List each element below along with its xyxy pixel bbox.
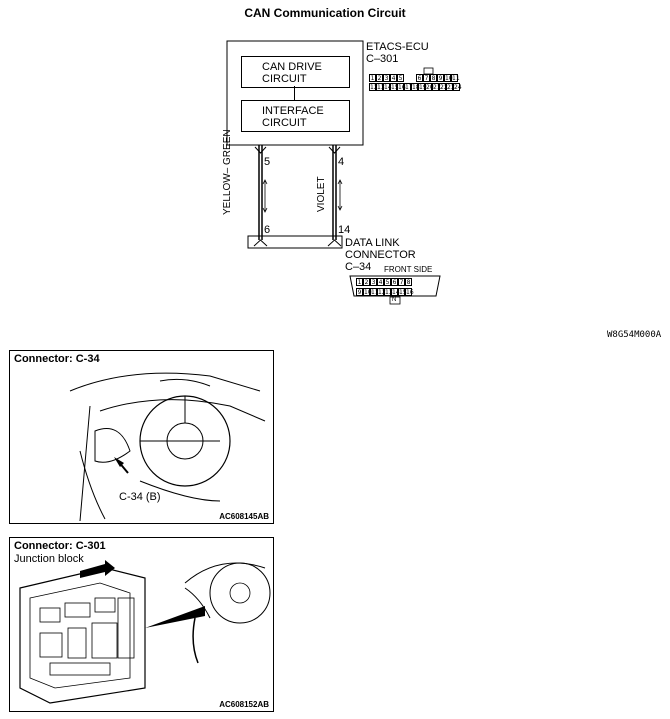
interface-line1: INTERFACE <box>262 105 324 117</box>
dlc-pin: 7 <box>398 278 405 286</box>
connector-c301-panel: Connector: C-301 Junction block AC608152… <box>9 537 274 712</box>
ecu-pin <box>404 74 416 82</box>
dlc-pin-yellow-green: 6 <box>264 224 271 236</box>
ecu-pin: 5 <box>397 74 404 82</box>
dlc-pin: 15 <box>398 288 407 296</box>
ecu-pin: 21 <box>432 83 441 91</box>
dlc-connector-id: C–34 <box>345 261 372 273</box>
dlc-pin: 6 <box>391 278 398 286</box>
panel2-subtitle: Junction block <box>14 553 84 565</box>
dlc-pin: 14 <box>391 288 400 296</box>
ecu-pin: 3 <box>383 74 390 82</box>
ecu-pin: 23 <box>446 83 455 91</box>
panel2-title: Connector: C-301 <box>14 540 106 552</box>
dlc-pin: 12 <box>377 288 386 296</box>
ecu-pin: 17 <box>404 83 413 91</box>
dlc-name-line1: DATA LINK <box>345 237 400 249</box>
dlc-pin: 11 <box>370 288 379 296</box>
wire-color-violet: VIOLET <box>316 176 327 212</box>
ecu-pin: 15 <box>390 83 399 91</box>
wire-color-yellow-green: YELLOW– GREEN <box>222 129 233 215</box>
ecu-pin: 14 <box>383 83 392 91</box>
ecu-pin: 9 <box>437 74 444 82</box>
can-drive-line1: CAN DRIVE <box>262 61 322 73</box>
dlc-front-side: FRONT SIDE <box>384 265 433 274</box>
ecu-pin: 4 <box>390 74 397 82</box>
dlc-tab-label: N <box>392 297 397 303</box>
panel2-code: AC608152AB <box>219 700 269 709</box>
ecu-pin: 24 <box>453 83 462 91</box>
dlc-name-line2: CONNECTOR <box>345 249 416 261</box>
ecu-pin: 11 <box>451 74 460 82</box>
c34-callout: C-34 (B) <box>119 491 161 503</box>
ecu-pin: 12 <box>369 83 378 91</box>
dlc-pin: 8 <box>405 278 412 286</box>
dlc-pin: 2 <box>363 278 370 286</box>
dashboard-illustration <box>69 372 266 522</box>
ecu-pin-yellow-green: 5 <box>264 156 271 168</box>
ecu-pin-violet: 4 <box>338 156 345 168</box>
ecu-name: ETACS-ECU <box>366 41 429 53</box>
block-connector-line <box>294 86 295 100</box>
circuit-lines <box>226 40 441 305</box>
connector-c34-panel: Connector: C-34 C-34 (B) AC608145AB <box>9 350 274 524</box>
ecu-pin: 22 <box>439 83 448 91</box>
ecu-pin: 6 <box>416 74 423 82</box>
ecu-pin: 10 <box>444 74 453 82</box>
ecu-pin: 20 <box>425 83 434 91</box>
diagram-title: CAN Communication Circuit <box>244 6 406 20</box>
ecu-pin: 2 <box>376 74 383 82</box>
dlc-pin: 5 <box>384 278 391 286</box>
ecu-pin: 7 <box>423 74 430 82</box>
dlc-pin: 9 <box>356 288 363 296</box>
ecu-pin: 13 <box>376 83 385 91</box>
diagram-code: W8G54M000A <box>607 330 662 340</box>
dlc-pin: 1 <box>356 278 363 286</box>
panel1-title: Connector: C-34 <box>14 353 100 365</box>
ecu-connector-id: C–301 <box>366 53 399 65</box>
dlc-pin: 16 <box>405 288 414 296</box>
ecu-pin: 19 <box>418 83 427 91</box>
panel1-code: AC608145AB <box>219 512 269 521</box>
ecu-pin: 8 <box>430 74 437 82</box>
dlc-pin: 13 <box>384 288 393 296</box>
interface-line2: CIRCUIT <box>262 117 307 129</box>
dlc-pin: 4 <box>377 278 384 286</box>
ecu-pin: 18 <box>411 83 420 91</box>
ecu-pin: 16 <box>397 83 406 91</box>
junction-block-illustration <box>19 560 271 704</box>
can-drive-line2: CIRCUIT <box>262 73 307 85</box>
dlc-pin-violet: 14 <box>338 224 351 236</box>
dlc-pin: 3 <box>370 278 377 286</box>
ecu-pin: 1 <box>369 74 376 82</box>
dlc-pin: 10 <box>363 288 372 296</box>
